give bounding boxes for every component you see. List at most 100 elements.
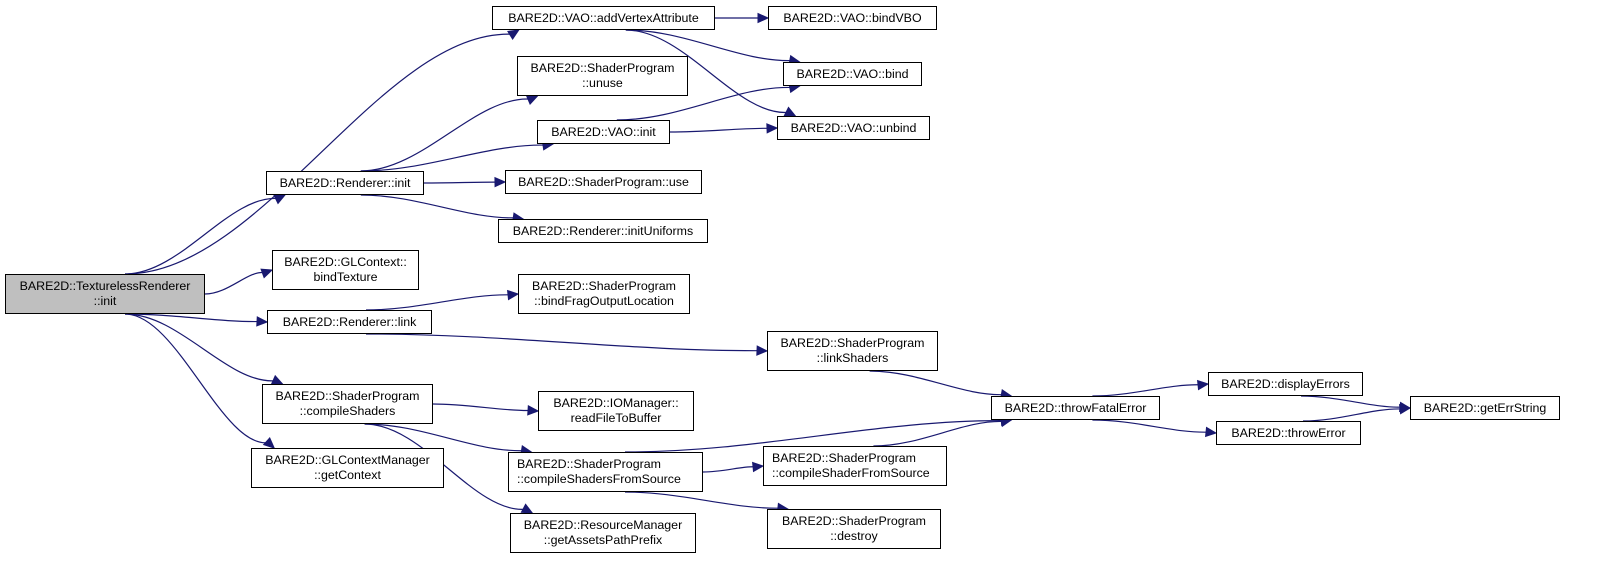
graph-node-link[interactable]: BARE2D::Renderer::link [267,310,432,334]
graph-node-label: ::compileShadersFromSource [517,472,681,486]
edge-throwFatalError-to-displayErrors [1092,384,1201,397]
graph-node-label: bindTexture [313,270,378,284]
graph-node-label: BARE2D::throwError [1231,425,1346,440]
graph-node-link-shaders[interactable]: BARE2D::ShaderProgram::linkShaders [767,331,938,371]
edge-vaoInit-to-vaoBind [616,86,792,121]
edge-rendererInit-to-use [423,181,498,184]
edge-throwFatalError-to-throwError [1092,419,1209,433]
graph-node-vao-unbind[interactable]: BARE2D::VAO::unbind [777,116,930,140]
graph-node-label: BARE2D::ShaderProgram::use [518,174,689,189]
graph-node-bind-texture[interactable]: BARE2D::GLContext::bindTexture [272,250,419,290]
edge-throwError-to-getErrString [1302,408,1403,422]
graph-node-label: BARE2D::TexturelessRenderer [19,279,191,293]
graph-node-label: BARE2D::VAO::bind [796,66,909,81]
graph-node-label: readFileToBuffer [570,411,662,425]
graph-node-get-assets-path-prefix[interactable]: BARE2D::ResourceManager::getAssetsPathPr… [510,513,696,553]
graph-node-label: ::getContext [314,468,381,482]
graph-node-label: BARE2D::VAO::bindVBO [783,10,922,25]
graph-node-get-err-string[interactable]: BARE2D::getErrString [1410,396,1560,420]
graph-node-label: BARE2D::ShaderProgram [275,389,420,403]
edge-root-to-bindTexture [204,272,265,295]
graph-node-label: BARE2D::Renderer::initUniforms [512,223,694,238]
arrowhead-icon [757,12,770,24]
graph-node-bind-frag-output-location[interactable]: BARE2D::ShaderProgram::bindFragOutputLoc… [518,274,690,314]
arrowhead-icon [494,176,507,188]
edge-vaoInit-to-vaoUnbind [669,127,770,133]
edge-compileShadersFromSource-to-compileShaderFromSource [702,466,756,473]
graph-node-label: ::compileShaders [299,404,396,418]
graph-node-label: BARE2D::ResourceManager [523,518,683,532]
graph-node-label: BARE2D::getErrString [1423,400,1547,415]
edge-root-to-rendererInit [124,197,278,275]
arrowhead-icon [756,345,769,356]
arrowhead-icon [1205,426,1218,438]
graph-node-label: BARE2D::VAO::addVertexAttribute [508,10,699,25]
graph-node-compile-shaders-from-source[interactable]: BARE2D::ShaderProgram::compileShadersFro… [508,452,703,492]
graph-node-label: BARE2D::throwFatalError [1004,400,1147,415]
graph-node-label: BARE2D::GLContext:: [284,255,407,269]
graph-node-label: ::linkShaders [816,351,889,365]
edge-compileShaders-to-readFileToBuffer [432,403,531,412]
arrowhead-icon [273,194,287,205]
graph-node-root[interactable]: BARE2D::TexturelessRenderer::init [5,274,205,314]
graph-node-unuse[interactable]: BARE2D::ShaderProgram::unuse [517,56,688,96]
edge-addVertexAttribute-to-vaoUnbind [625,29,789,113]
graph-node-display-errors[interactable]: BARE2D::displayErrors [1208,372,1363,396]
graph-node-compile-shader-from-source[interactable]: BARE2D::ShaderProgram::compileShaderFrom… [763,446,947,486]
graph-node-label: ::bindFragOutputLocation [534,294,674,308]
arrowhead-icon [507,29,520,41]
arrowhead-icon [260,268,274,279]
graph-node-label: BARE2D::VAO::unbind [790,120,917,135]
graph-node-label: BARE2D::ShaderProgram [530,61,675,75]
edge-linkShaders-to-throwFatalError [869,370,1004,396]
arrowhead-icon [507,289,520,301]
graph-node-vao-bind[interactable]: BARE2D::VAO::bind [783,62,922,86]
arrowhead-icon [525,95,539,105]
graph-node-bind-v-b-o[interactable]: BARE2D::VAO::bindVBO [768,6,937,30]
edge-root-to-link [124,313,260,323]
graph-node-label: BARE2D::Renderer::link [282,314,417,329]
graph-node-read-file-to-buffer[interactable]: BARE2D::IOManager::readFileToBuffer [538,391,694,431]
edge-rendererInit-to-initUniforms [360,194,516,219]
arrowhead-icon [752,461,765,473]
graph-node-label: BARE2D::GLContextManager [265,453,430,467]
arrowhead-icon [1398,404,1412,415]
arrowhead-icon [766,123,779,134]
edge-addVertexAttribute-to-vaoBind [625,29,792,62]
graph-node-label: ::compileShaderFromSource [772,466,930,480]
edge-rendererInit-to-vaoInit [360,144,546,172]
graph-node-use[interactable]: BARE2D::ShaderProgram::use [505,170,702,194]
graph-node-add-vertex-attribute[interactable]: BARE2D::VAO::addVertexAttribute [492,6,715,30]
graph-node-throw-fatal-error[interactable]: BARE2D::throwFatalError [991,396,1160,420]
edge-compileShaderFromSource-to-throwFatalError [873,420,1004,447]
graph-node-get-context[interactable]: BARE2D::GLContextManager::getContext [251,448,444,488]
graph-node-label: ::destroy [830,529,878,543]
graph-node-label: BARE2D::IOManager:: [553,396,679,410]
graph-node-label: ::init [93,294,117,308]
edge-displayErrors-to-getErrString [1300,395,1403,408]
graph-node-label: BARE2D::ShaderProgram [772,451,916,465]
graph-node-label: BARE2D::ShaderProgram [782,514,926,528]
arrowhead-icon [783,106,797,117]
arrowhead-icon [1197,379,1210,391]
graph-node-renderer-init[interactable]: BARE2D::Renderer::init [266,171,424,195]
arrowhead-icon [256,316,269,327]
graph-node-throw-error[interactable]: BARE2D::throwError [1216,421,1361,445]
graph-node-compile-shaders[interactable]: BARE2D::ShaderProgram::compileShaders [262,384,433,424]
edge-compileShaders-to-getAssetsPathPrefix [364,423,526,510]
edge-compileShadersFromSource-to-destroy [624,491,780,509]
edge-link-to-linkShaders [365,333,760,352]
graph-node-label: BARE2D::displayErrors [1221,376,1350,391]
edge-compileShaders-to-compileShadersFromSource [364,423,524,452]
graph-node-init-uniforms[interactable]: BARE2D::Renderer::initUniforms [498,219,708,243]
edge-root-to-getContext [124,313,269,444]
edge-root-to-addVertexAttribute [124,33,512,275]
graph-node-vao-init[interactable]: BARE2D::VAO::init [537,120,670,144]
edge-rendererInit-to-unuse [360,98,531,172]
graph-node-label: BARE2D::ShaderProgram [532,279,676,293]
graph-node-label: BARE2D::Renderer::init [279,175,411,190]
graph-node-destroy[interactable]: BARE2D::ShaderProgram::destroy [767,509,941,549]
edge-link-to-bindFragOutputLocation [365,294,511,311]
